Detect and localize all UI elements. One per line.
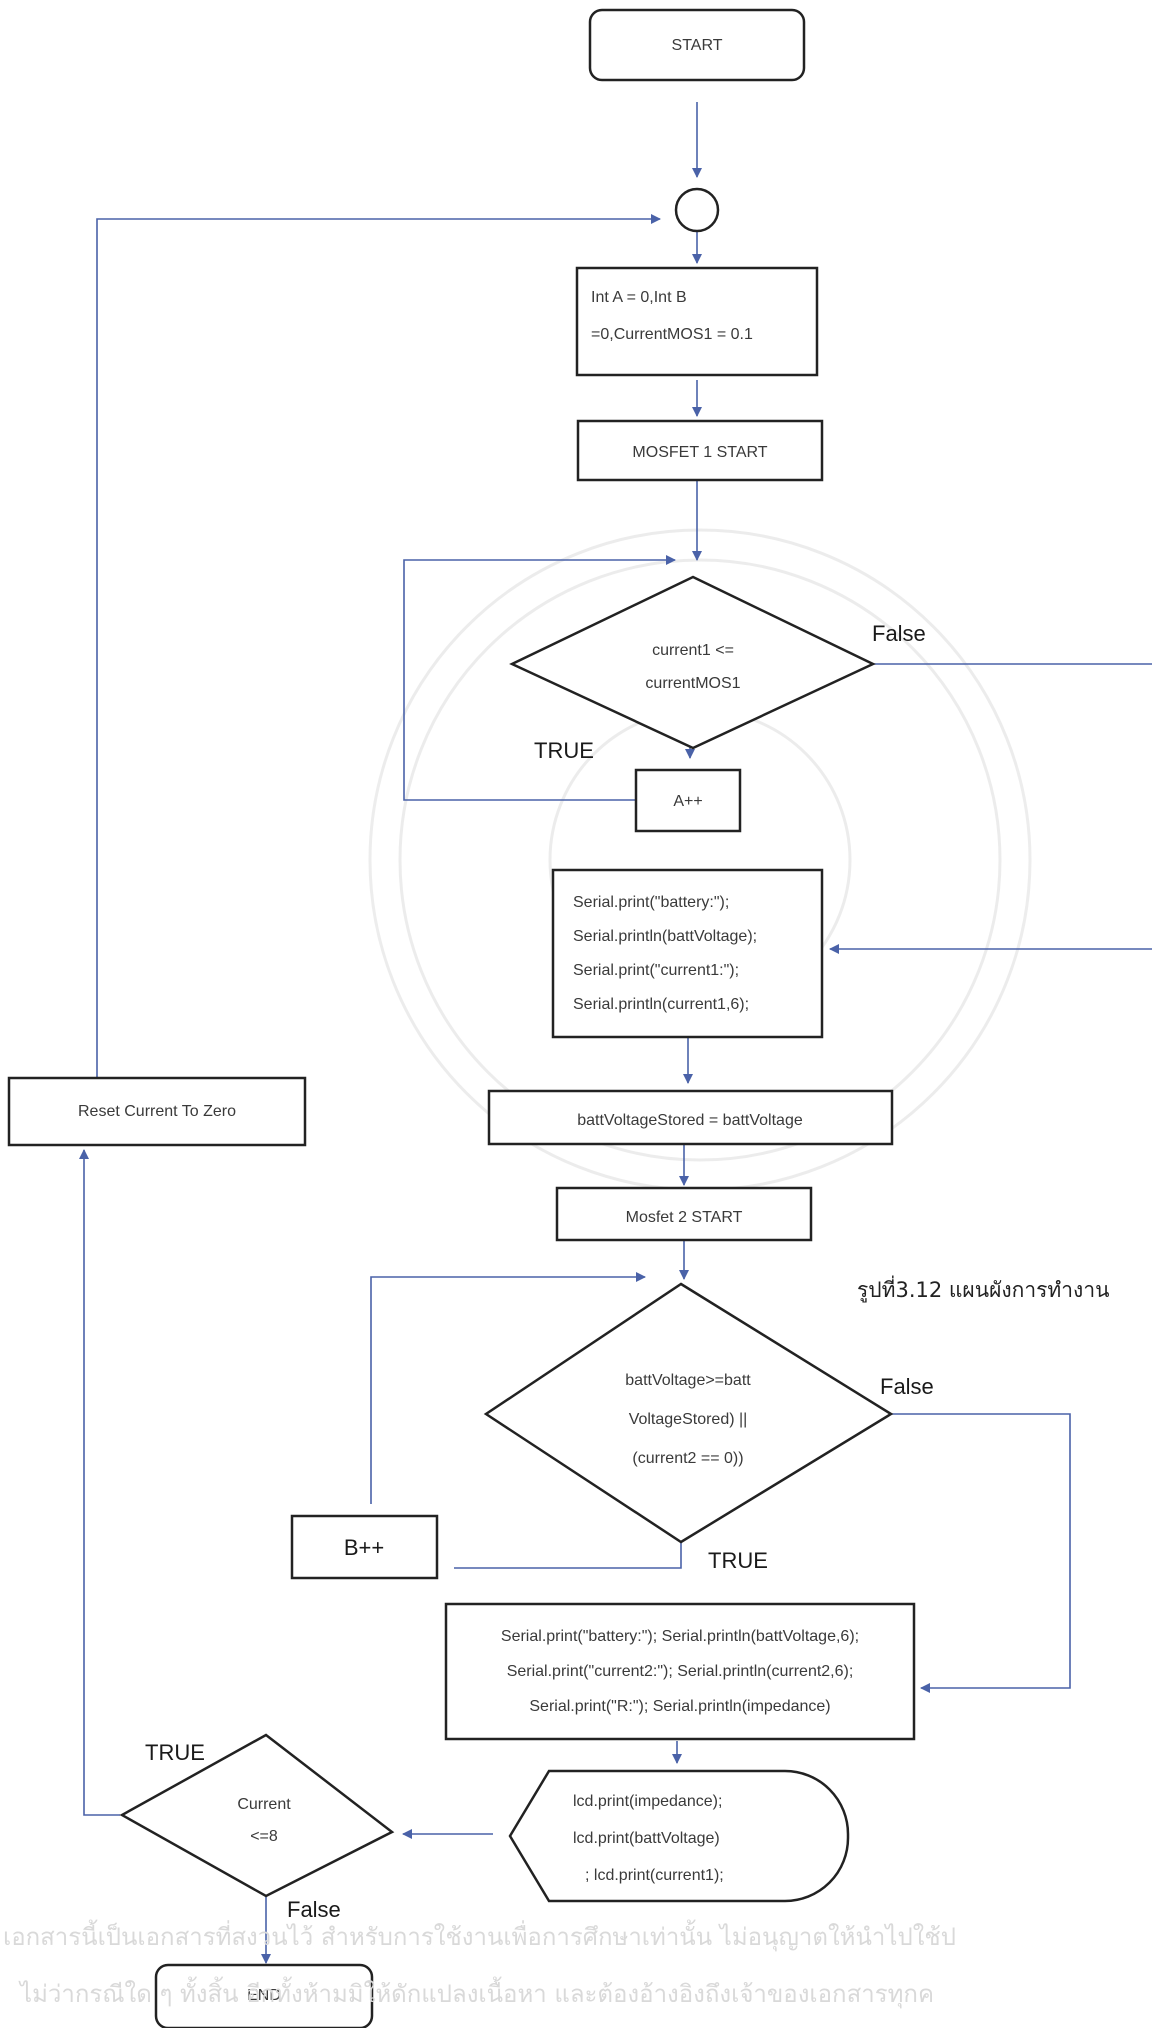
svg-text:currentMOS1: currentMOS1 bbox=[645, 675, 740, 692]
reset-current-process: Reset Current To Zero bbox=[7, 1076, 307, 1147]
svg-text:Current: Current bbox=[237, 1796, 291, 1813]
svg-text:Serial.print("current2:"); Ser: Serial.print("current2:"); Serial.printl… bbox=[507, 1663, 854, 1680]
current-limit-decision: Current <=8 bbox=[119, 1733, 395, 1898]
svg-text:START: START bbox=[672, 37, 723, 54]
lcd-display-output: lcd.print(impedance); lcd.print(battVolt… bbox=[508, 1769, 850, 1903]
svg-text:END: END bbox=[247, 1987, 281, 2004]
mosfet1-start-process: MOSFET 1 START bbox=[576, 419, 824, 482]
svg-text:(current2 == 0)): (current2 == 0)) bbox=[632, 1450, 743, 1467]
svg-text:Int A = 0,Int B: Int A = 0,Int B bbox=[591, 289, 687, 306]
cond1-false-label: False bbox=[872, 621, 926, 646]
start-terminal: START bbox=[588, 8, 806, 82]
svg-text:battVoltageStored = battVoltag: battVoltageStored = battVoltage bbox=[577, 1112, 803, 1129]
store-voltage-process: battVoltageStored = battVoltage bbox=[487, 1089, 894, 1146]
cond3-true-label: TRUE bbox=[145, 1740, 205, 1765]
svg-text:lcd.print(impedance);: lcd.print(impedance); bbox=[573, 1793, 722, 1810]
serial-print-impedance-process: Serial.print("battery:"); Serial.println… bbox=[444, 1602, 916, 1741]
svg-text:Serial.print("current1:");: Serial.print("current1:"); bbox=[573, 962, 739, 979]
svg-text:Serial.print("battery:");: Serial.print("battery:"); bbox=[573, 894, 729, 911]
cond2-true-label: TRUE bbox=[708, 1548, 768, 1573]
end-terminal: END bbox=[154, 1963, 374, 2028]
svg-text:A++: A++ bbox=[673, 793, 702, 810]
svg-text:VoltageStored) ||: VoltageStored) || bbox=[629, 1411, 748, 1428]
init-process: Int A = 0,Int B =0,CurrentMOS1 = 0.1 bbox=[575, 266, 819, 377]
voltage-decision: battVoltage>=batt VoltageStored) || (cur… bbox=[483, 1282, 894, 1544]
svg-text:Serial.println(battVoltage);: Serial.println(battVoltage); bbox=[573, 928, 757, 945]
watermark-line-2: ไม่ว่ากรณีใด ๆ ทั้งสิ้น อีกทั้งห้ามมิให้… bbox=[18, 1976, 934, 2009]
svg-text:Serial.println(current1,6);: Serial.println(current1,6); bbox=[573, 996, 749, 1013]
cond3-false-label: False bbox=[287, 1897, 341, 1922]
svg-text:lcd.print(battVoltage): lcd.print(battVoltage) bbox=[573, 1830, 720, 1847]
svg-text:<=8: <=8 bbox=[250, 1828, 278, 1845]
svg-text:B++: B++ bbox=[344, 1535, 384, 1560]
svg-text:; lcd.print(current1);: ; lcd.print(current1); bbox=[585, 1867, 724, 1884]
svg-text:current1 <=: current1 <= bbox=[652, 642, 734, 659]
svg-text:Reset Current To Zero: Reset Current To Zero bbox=[78, 1103, 236, 1120]
serial-print-current1-process: Serial.print("battery:"); Serial.println… bbox=[551, 868, 824, 1039]
watermark-line-1: เอกสารนี้เป็นเอกสารที่สงวนไว้ สำหรับการใ… bbox=[3, 1919, 956, 1952]
loop-connector-circle bbox=[674, 187, 720, 233]
mosfet2-start-process: Mosfet 2 START bbox=[555, 1186, 813, 1242]
cond1-true-label: TRUE bbox=[534, 738, 594, 763]
svg-text:=0,CurrentMOS1 = 0.1: =0,CurrentMOS1 = 0.1 bbox=[591, 326, 753, 343]
svg-text:Mosfet 2 START: Mosfet 2 START bbox=[626, 1209, 743, 1226]
current1-decision: current1 <= currentMOS1 bbox=[509, 575, 876, 750]
svg-text:Serial.print("battery:"); Seri: Serial.print("battery:"); Serial.println… bbox=[501, 1628, 859, 1645]
b-increment-process: B++ bbox=[290, 1514, 439, 1580]
cond2-false-label: False bbox=[880, 1374, 934, 1399]
connectors bbox=[79, 102, 1152, 1964]
a-increment-process: A++ bbox=[634, 768, 742, 833]
svg-text:MOSFET 1 START: MOSFET 1 START bbox=[632, 444, 767, 461]
svg-text:Serial.print("R:"); Serial.pri: Serial.print("R:"); Serial.println(imped… bbox=[529, 1698, 830, 1715]
figure-caption: รูปที่3.12 แผนผังการทำงาน bbox=[857, 1275, 1109, 1303]
svg-text:battVoltage>=batt: battVoltage>=batt bbox=[625, 1372, 751, 1389]
